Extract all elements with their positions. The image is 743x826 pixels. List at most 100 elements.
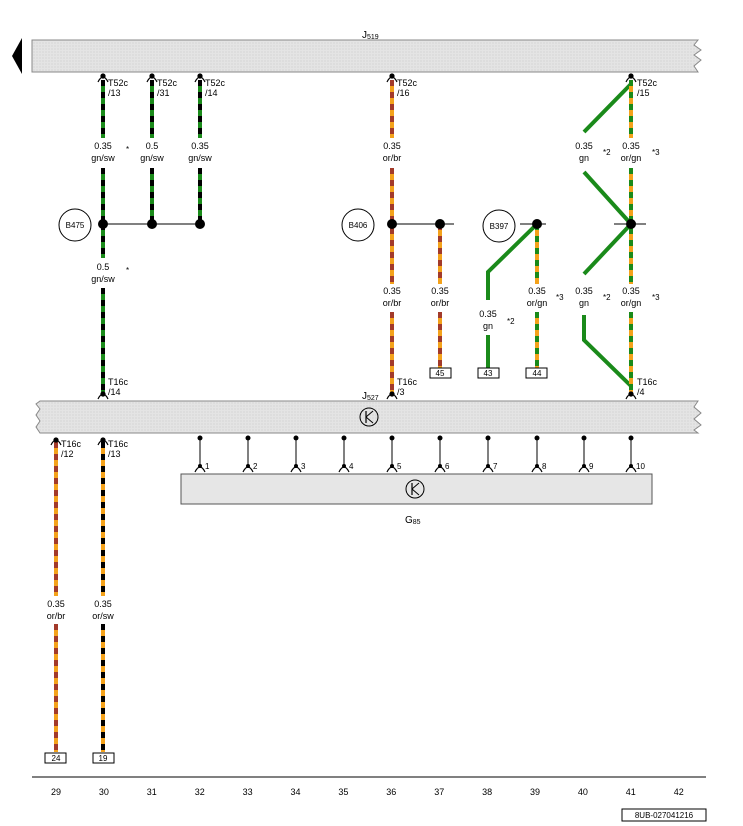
svg-text:*: * [126,145,129,154]
column-number: 32 [195,787,205,797]
g85-pin-label: 5 [397,462,402,471]
svg-text:gn: gn [483,321,493,331]
reference-boxes: 45 43 44 24 19 [44,367,548,764]
svg-text:or/br: or/br [47,611,66,621]
j519-label: J519 [362,30,379,41]
svg-text:*3: *3 [556,293,564,302]
connector-t52c-31-label: T52c/31 [157,78,178,98]
g85-pin-3: 3 [290,435,306,473]
svg-text:or/gn: or/gn [527,298,548,308]
svg-text:gn: gn [579,298,589,308]
svg-text:gn/sw: gn/sw [140,153,164,163]
svg-text:24: 24 [52,754,61,763]
svg-text:*2: *2 [507,317,515,326]
svg-text:*3: *3 [652,293,660,302]
j519-control-unit: J519 [12,30,702,74]
connector-t52c-15-label: T52c/15 [637,78,658,98]
svg-text:0.35: 0.35 [47,599,65,609]
splice-dot [195,219,205,229]
connector-pins-top [97,73,637,83]
column-number: 41 [626,787,636,797]
column-number: 29 [51,787,61,797]
connector-t16c-14-label: T16c/14 [108,377,129,397]
g85-pin-label: 6 [445,462,450,471]
wires [54,80,646,752]
svg-text:or/sw: or/sw [92,611,114,621]
g85-pin-1: 1 [194,435,210,473]
wire-label: 0.35 or/br [383,141,402,163]
svg-text:44: 44 [533,369,542,378]
column-number: 34 [290,787,300,797]
g85-pin-label: 2 [253,462,258,471]
connector-labels: T52c/13 T52c/31 T52c/14 T52c/16 T52c/15 … [61,78,658,459]
g85-pin-label: 7 [493,462,498,471]
g85-pin-7: 7 [482,435,498,473]
svg-text:45: 45 [436,369,445,378]
wire-labels: 0.35 gn/sw * 0.5 gn/sw 0.35 gn/sw 0.5 gn… [47,141,660,621]
g85-pin-label: 1 [205,462,210,471]
column-number: 35 [338,787,348,797]
splice-b397-label: B397 [490,222,509,231]
svg-text:*3: *3 [652,148,660,157]
footer-code-box: 8UB-027041216 [621,808,707,822]
reference-box-44: 44 [525,367,548,379]
splice-b397: B397 [482,209,516,243]
splice-b406-label: B406 [349,221,368,230]
wire-gn-col38 [486,222,539,368]
column-number: 31 [147,787,157,797]
g85-pin-2: 2 [242,435,258,473]
svg-text:gn: gn [579,153,589,163]
svg-text:0.35: 0.35 [622,141,640,151]
splice-dot [387,219,397,229]
svg-text:0.35: 0.35 [94,599,112,609]
column-number: 40 [578,787,588,797]
g85-pin-label: 9 [589,462,594,471]
svg-text:or/gn: or/gn [621,153,642,163]
column-number: 30 [99,787,109,797]
g85-label: G85 [405,515,421,526]
g85-pin-label: 3 [301,462,306,471]
svg-text:or/br: or/br [383,298,402,308]
svg-text:19: 19 [99,754,108,763]
connector-t16c-3-label: T16c/3 [397,377,418,397]
svg-text:gn/sw: gn/sw [91,153,115,163]
connector-t52c-14-label: T52c/14 [205,78,226,98]
g85-pin-4: 4 [338,435,354,473]
splice-b475-label: B475 [66,221,85,230]
wire-label: 0.35 or/br [383,286,402,308]
reference-box-19: 19 [92,752,115,764]
column-number: 33 [243,787,253,797]
svg-text:0.35: 0.35 [575,286,593,296]
g85-sensor: G85 [180,473,653,526]
splice-points [98,219,636,229]
wire-label: 0.35 or/gn *3 [621,141,660,163]
g85-pin-10: 10 [625,435,645,473]
svg-text:0.5: 0.5 [97,262,110,272]
wire-label: 0.35 gn *2 [479,309,515,331]
svg-text:0.35: 0.35 [528,286,546,296]
svg-text:*2: *2 [603,293,611,302]
svg-text:or/br: or/br [383,153,402,163]
svg-text:0.35: 0.35 [191,141,209,151]
wire-label: 0.35 or/gn *3 [527,286,564,308]
splice-dot [147,219,157,229]
splice-b406: B406 [341,208,375,242]
svg-text:0.35: 0.35 [431,286,449,296]
connector-t16c-4-label: T16c/4 [637,377,658,397]
svg-text:*: * [126,266,129,275]
svg-text:*2: *2 [603,148,611,157]
g85-pin-label: 4 [349,462,354,471]
svg-text:0.35: 0.35 [479,309,497,319]
svg-text:0.35: 0.35 [622,286,640,296]
wire-label: 0.5 gn/sw [140,141,164,163]
svg-text:43: 43 [484,369,493,378]
svg-text:0.35: 0.35 [383,141,401,151]
splice-b475: B475 [58,208,92,242]
svg-text:gn/sw: gn/sw [188,153,212,163]
wire-label: 0.35 or/br [47,599,66,621]
svg-text:0.35: 0.35 [575,141,593,151]
connector-t16c-12-label: T16c/12 [61,439,82,459]
svg-text:0.35: 0.35 [94,141,112,151]
svg-text:or/gn: or/gn [621,298,642,308]
